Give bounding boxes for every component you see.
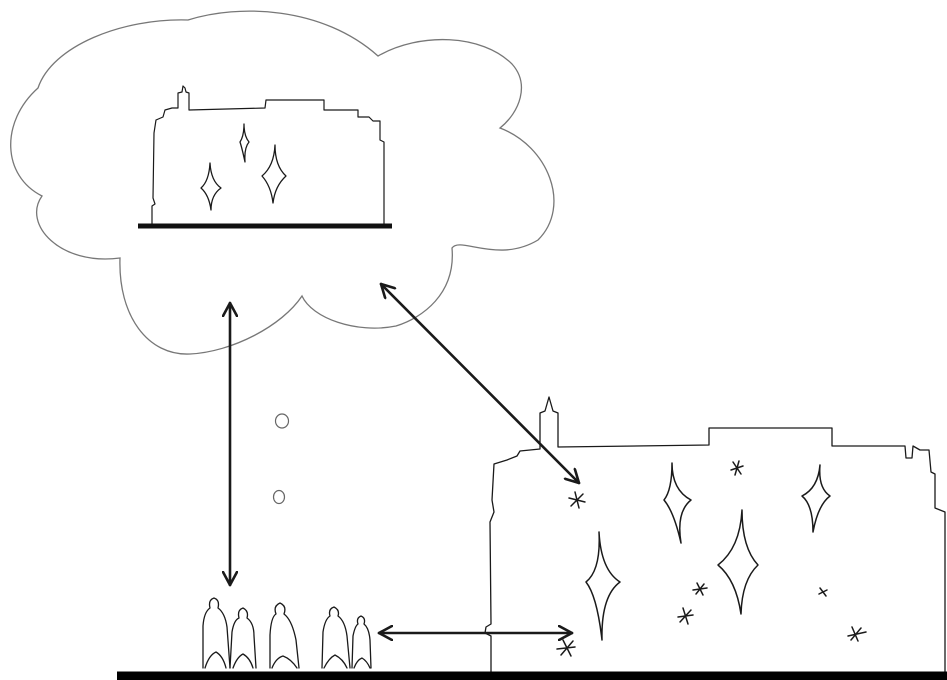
thought-dots [272,413,290,505]
person-figure [229,607,257,669]
people-group [202,597,372,669]
sparkle-icon [585,531,621,641]
person-figure [321,606,351,669]
person-figure [351,615,372,669]
thought-dot [274,413,290,429]
asterisk-icon [818,587,828,597]
real-building [484,396,946,680]
building-sparkles [556,460,867,657]
thought-dot [272,489,286,505]
asterisk-icon [556,639,576,657]
imagined-sparkles [200,123,287,211]
diagonal-double-arrow [379,282,581,485]
asterisk-icon [568,491,586,509]
sparkle-icon [261,144,287,204]
sparkle-icon [663,462,692,544]
imagined-building [151,85,385,225]
asterisk-icon [677,607,694,625]
sparkle-icon [239,123,250,163]
thought-bubble [10,10,555,355]
sparkle-icon [801,464,831,533]
sparkle-icon [200,162,222,211]
asterisk-icon [692,582,708,596]
person-figure [202,597,231,669]
asterisk-icon [847,626,867,642]
person-figure [269,602,300,669]
sparkle-icon [717,509,759,615]
asterisk-icon [730,460,744,476]
